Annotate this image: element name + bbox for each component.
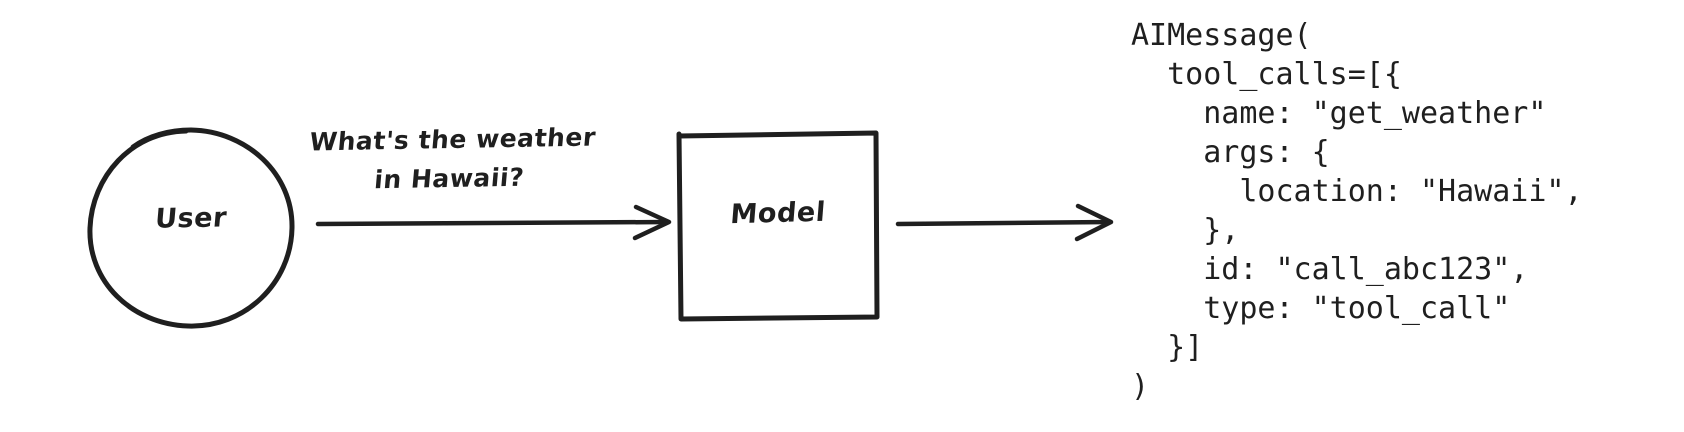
arrow-user-to-model — [315, 204, 672, 241]
user-node-label: User — [153, 202, 229, 235]
ai-message-code-block: AIMessage( tool_calls=[{ name: "get_weat… — [1131, 18, 1583, 404]
edge-label-line-2: in Hawaii? — [373, 162, 526, 195]
edge-label-user-question: What's the weather in Hawaii? — [277, 117, 624, 201]
edge-label-line-1: What's the weather — [308, 122, 598, 157]
model-node-label: Model — [729, 196, 827, 231]
arrow-model-to-output — [895, 203, 1114, 242]
user-circle-shape — [87, 127, 295, 329]
model-box-shape — [676, 130, 880, 322]
